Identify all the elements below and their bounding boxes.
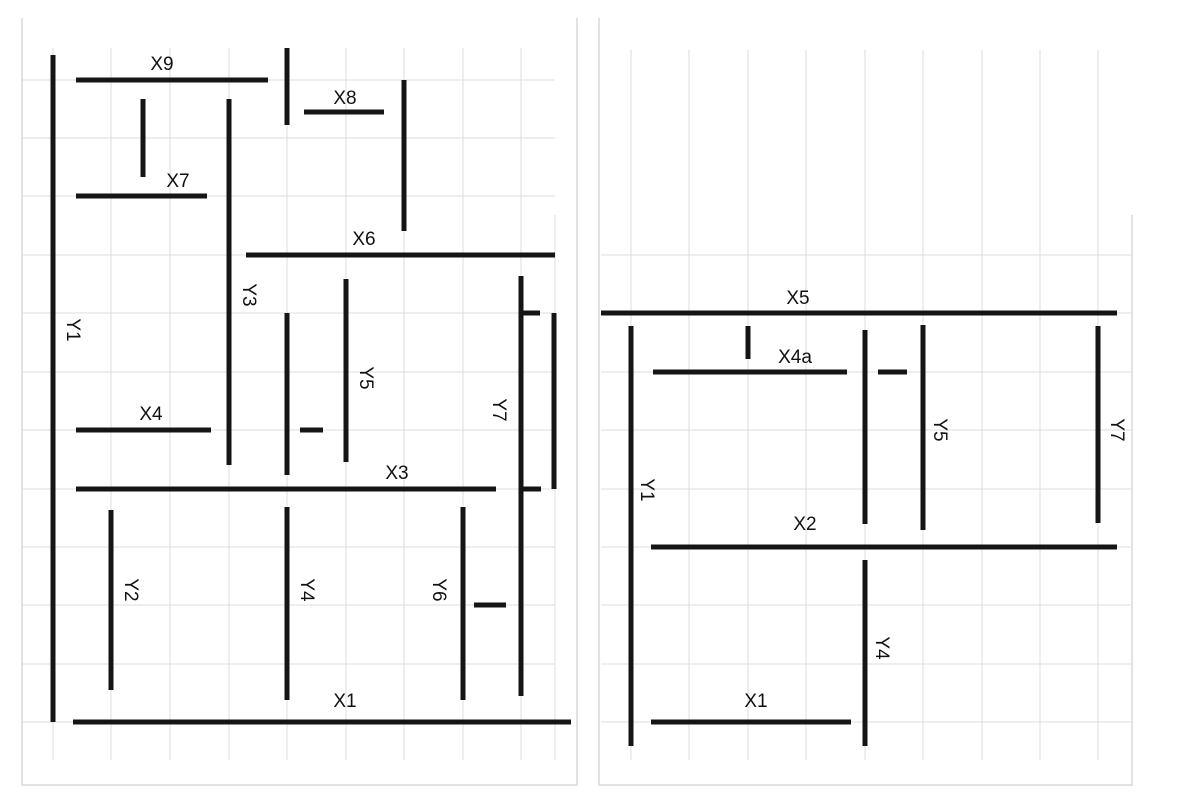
label-x1: X1 — [333, 691, 356, 712]
left-walls — [50, 48, 571, 725]
left-plan: X9 X8 X7 X6 X4 X3 X1 Y1 Y3 Y5 Y7 Y2 Y4 Y… — [21, 18, 578, 786]
label-y4: Y4 — [296, 578, 317, 602]
label-y7: Y7 — [488, 398, 509, 421]
label-y7-right: Y7 — [1106, 418, 1127, 441]
label-x9: X9 — [150, 54, 173, 75]
label-x4a: X4a — [778, 347, 812, 368]
label-y1-right: Y1 — [636, 478, 657, 501]
label-y5: Y5 — [355, 366, 376, 389]
label-y3: Y3 — [238, 283, 259, 306]
label-x5: X5 — [786, 288, 809, 309]
label-x2: X2 — [793, 514, 816, 535]
label-y5-right: Y5 — [929, 418, 950, 441]
label-y6: Y6 — [428, 578, 449, 601]
right-plan: X5 X4a X2 X1 Y1 Y5 Y7 Y4 — [598, 18, 1133, 786]
label-x4: X4 — [139, 404, 163, 425]
right-walls — [601, 310, 1117, 746]
label-x3: X3 — [385, 463, 408, 484]
label-x7: X7 — [166, 171, 189, 192]
label-y2: Y2 — [120, 578, 141, 601]
label-x8: X8 — [333, 88, 356, 109]
right-panel-border — [598, 18, 1133, 786]
left-panel-border — [21, 18, 578, 786]
label-y4-right: Y4 — [871, 636, 892, 660]
label-y1: Y1 — [62, 318, 83, 341]
label-x6: X6 — [352, 229, 375, 250]
label-x1-right: X1 — [744, 691, 767, 712]
